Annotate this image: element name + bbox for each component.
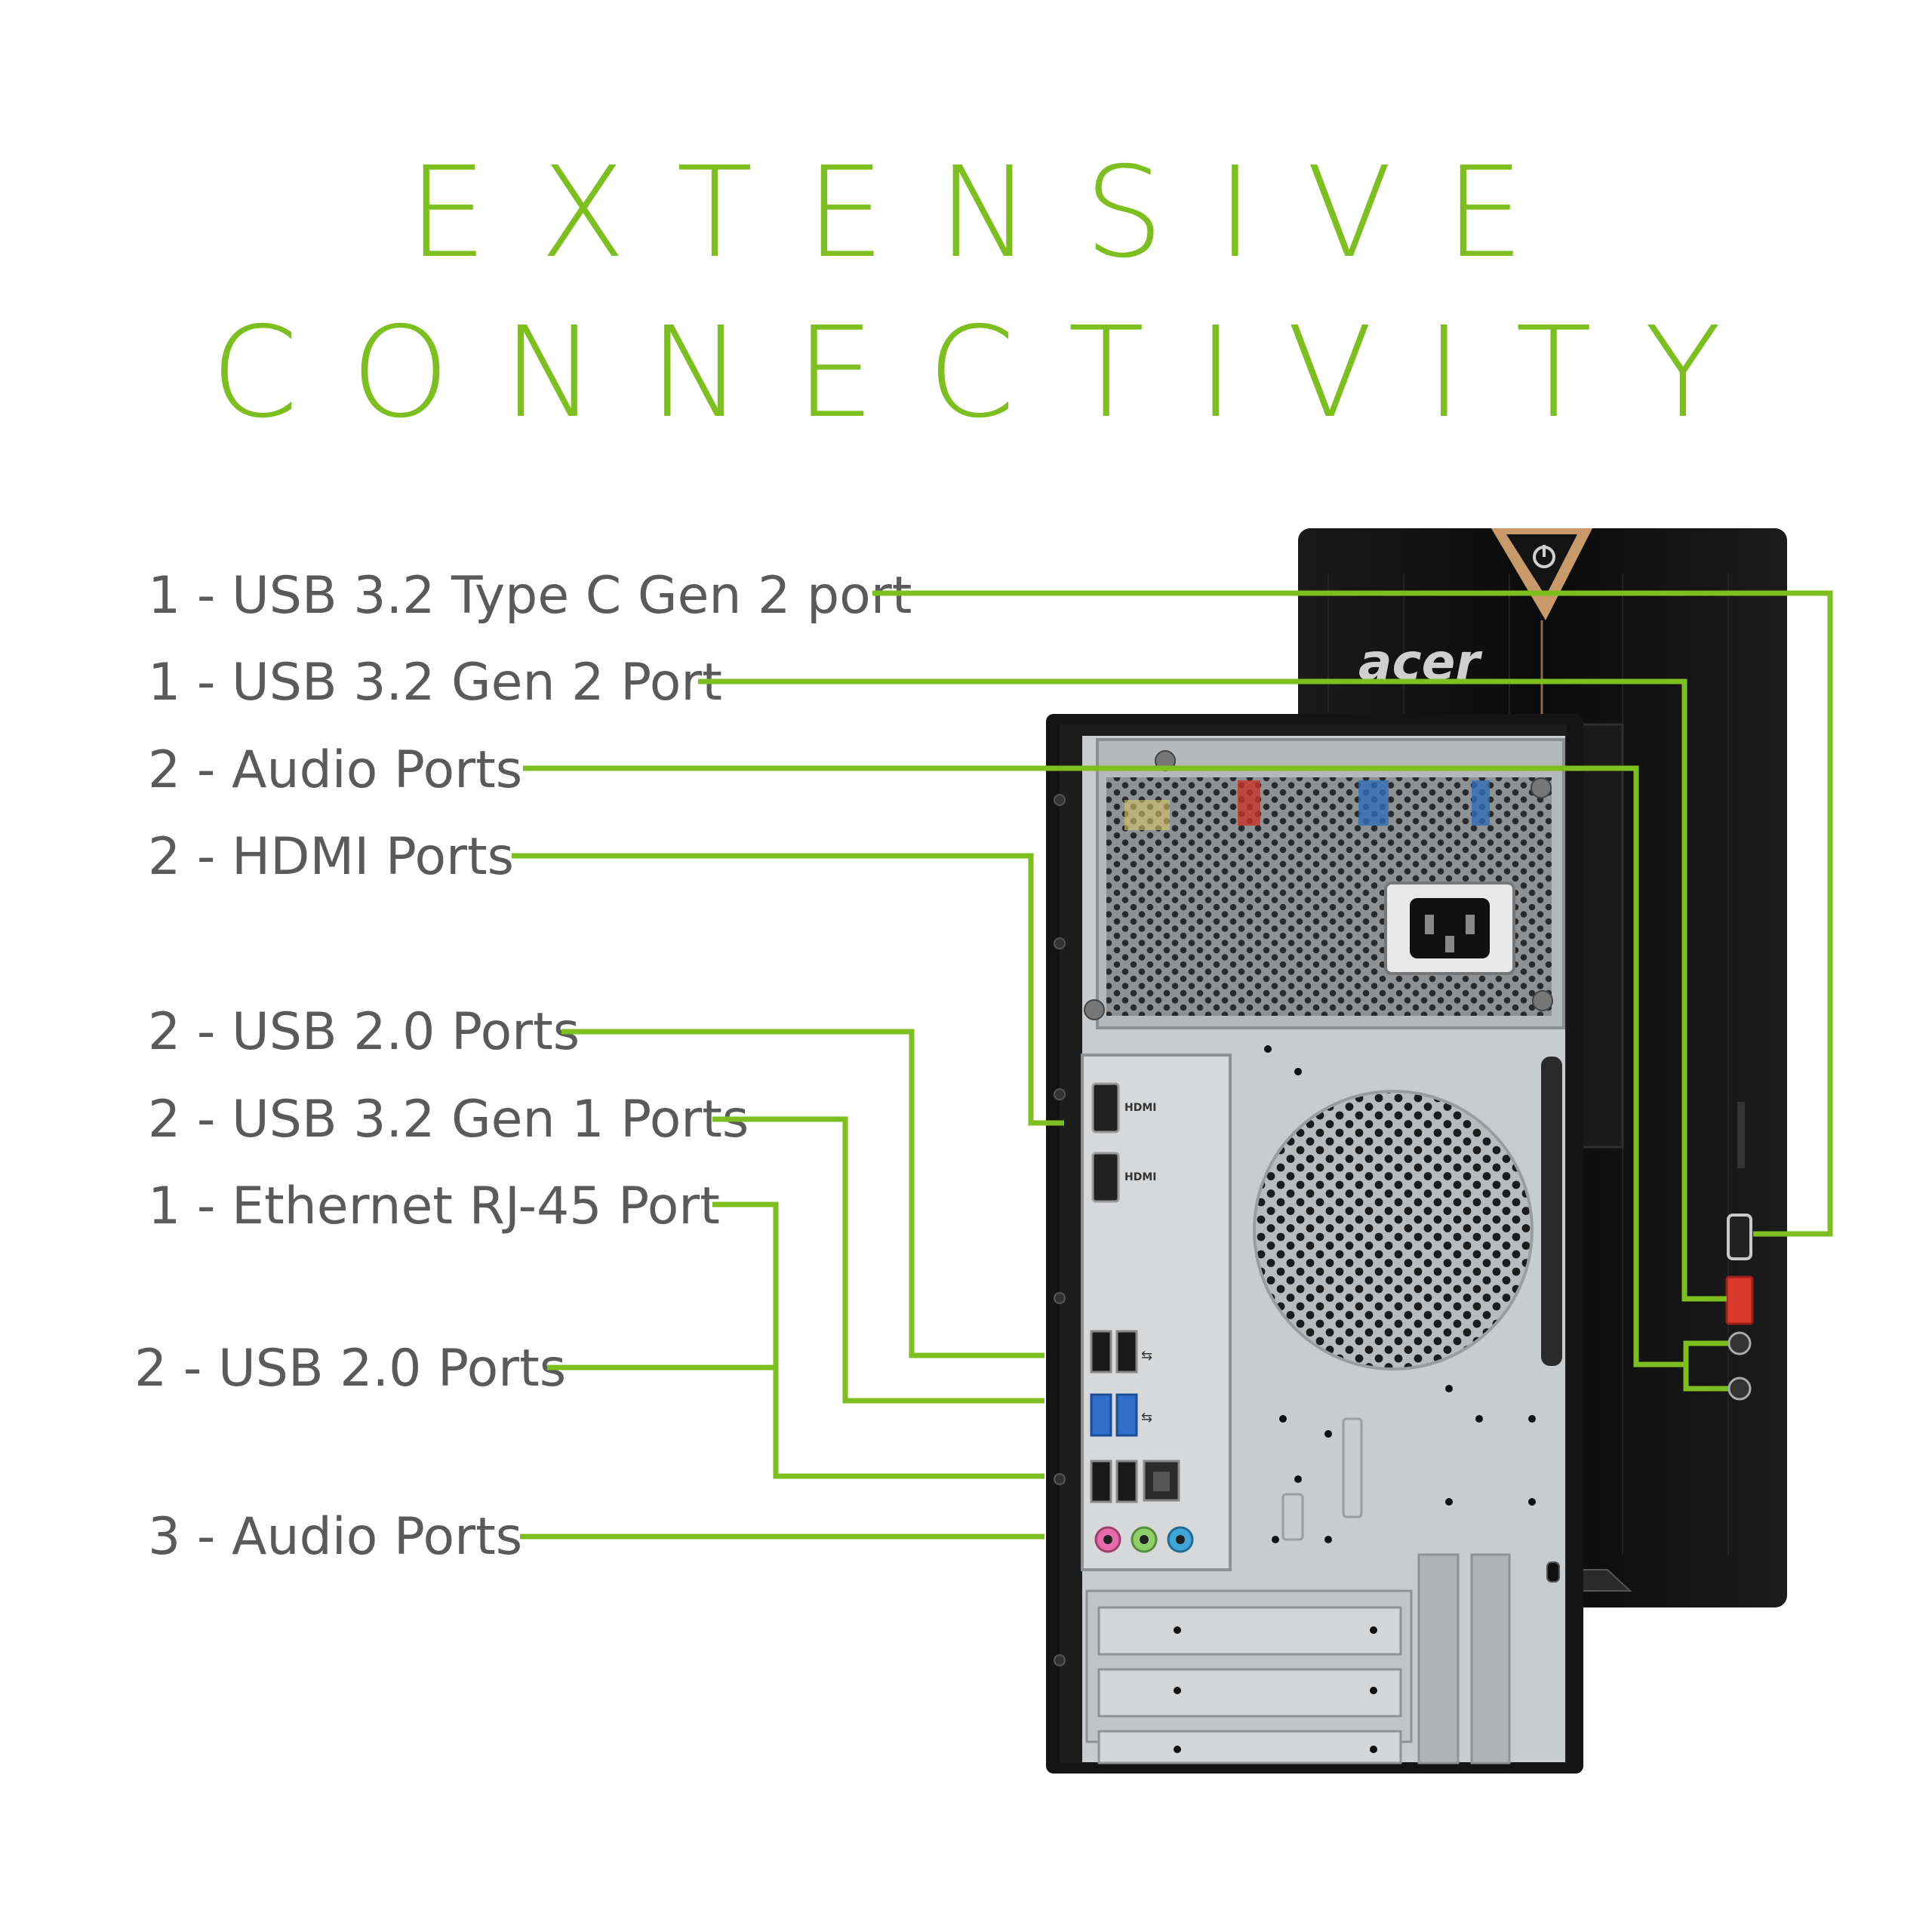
label-usb-type-c: 1 - USB 3.2 Type C Gen 2 port xyxy=(148,566,912,626)
usb20-lower-port-1 xyxy=(1090,1460,1112,1503)
expansion-slot-1 xyxy=(1097,1606,1402,1656)
front-audio-jack-2 xyxy=(1727,1377,1752,1401)
hdmi-mark-2: HDMI xyxy=(1124,1171,1156,1183)
label-rear-audio: 3 - Audio Ports xyxy=(148,1507,523,1567)
hdmi-port-2 xyxy=(1091,1152,1120,1203)
front-usb-a-port xyxy=(1725,1275,1754,1325)
front-audio-jack-1 xyxy=(1727,1331,1752,1355)
callout-ethernet xyxy=(712,1201,1044,1479)
heading-line-2: CONNECTIVITY xyxy=(211,300,1774,446)
usb-gen1-port-1 xyxy=(1090,1393,1112,1437)
usb-gen1-port-2 xyxy=(1115,1393,1138,1437)
expansion-slot-3 xyxy=(1097,1730,1402,1764)
callout-usb-gen1 xyxy=(712,1116,1044,1404)
label-usb-gen2: 1 - USB 3.2 Gen 2 Port xyxy=(148,653,722,712)
heading-line-1: EXTENSIVE xyxy=(408,140,1577,286)
svg-text:⇆: ⇆ xyxy=(1141,1410,1152,1426)
rear-fan-grille xyxy=(1253,1090,1534,1371)
label-usb20-upper: 2 - USB 2.0 Ports xyxy=(148,1002,580,1062)
callout-front-audio xyxy=(523,765,1686,1367)
callout-lines xyxy=(512,590,1833,1540)
callout-usb-type-c xyxy=(872,590,1833,1237)
callout-usb-gen2 xyxy=(698,678,1727,1302)
label-ethernet: 1 - Ethernet RJ-45 Port xyxy=(148,1177,720,1236)
label-front-audio: 2 - Audio Ports xyxy=(148,740,523,800)
front-usb-c-port xyxy=(1727,1214,1752,1260)
hdmi-port-1 xyxy=(1091,1082,1120,1134)
label-usb-gen1: 2 - USB 3.2 Gen 1 Ports xyxy=(148,1090,749,1149)
hdmi-mark-1: HDMI xyxy=(1124,1102,1156,1114)
svg-text:⇆: ⇆ xyxy=(1141,1348,1152,1364)
expansion-slot-2 xyxy=(1097,1668,1402,1718)
label-usb20-lower: 2 - USB 2.0 Ports xyxy=(134,1339,567,1398)
callout-hdmi xyxy=(512,853,1064,1126)
callout-usb20-upper xyxy=(561,1029,1044,1358)
label-hdmi: 2 - HDMI Ports xyxy=(148,827,515,887)
usb20-upper-port-1 xyxy=(1090,1330,1112,1374)
usb20-lower-port-2 xyxy=(1115,1460,1138,1503)
usb20-upper-port-2 xyxy=(1115,1330,1138,1374)
rear-tower: HDMI HDMI ⇆ ⇆ xyxy=(1046,714,1583,1774)
